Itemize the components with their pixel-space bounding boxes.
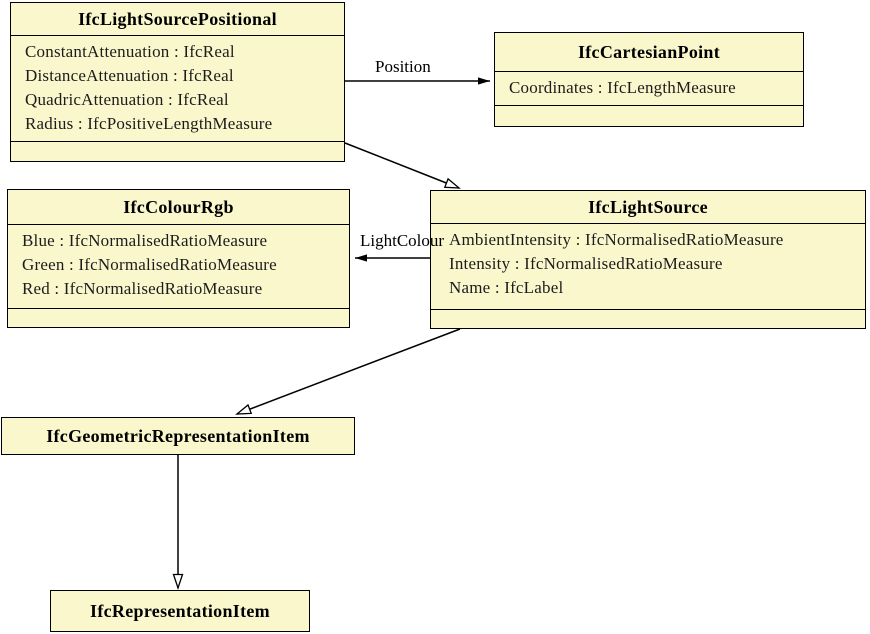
operations-compartment-empty [431,310,865,328]
class-title: IfcColourRgb [8,190,349,225]
class-box-ifcgeometricrepresentationitem[interactable]: IfcGeometricRepresentationItem [1,417,355,455]
class-box-ifccolourrgb[interactable]: IfcColourRgb Blue : IfcNormalisedRatioMe… [7,189,350,328]
attribute-row: ConstantAttenuation : IfcReal [25,42,235,61]
attribute-row: Green : IfcNormalisedRatioMeasure [22,255,277,274]
attribute-row: Name : IfcLabel [449,278,564,297]
attributes-compartment: AmbientIntensity : IfcNormalisedRatioMea… [431,224,865,310]
class-title: IfcLightSourcePositional [11,3,344,36]
operations-compartment-empty [11,142,344,161]
class-box-ifclightsourcepositional[interactable]: IfcLightSourcePositional ConstantAttenua… [10,2,345,162]
edge-inheritance-lightsource [235,328,461,415]
edge-label-position: Position [375,57,431,76]
class-box-ifclightsource[interactable]: IfcLightSource AmbientIntensity : IfcNor… [430,190,866,329]
attribute-row: Radius : IfcPositiveLengthMeasure [25,114,273,133]
attributes-compartment: Blue : IfcNormalisedRatioMeasure Green :… [8,225,349,309]
attribute-row: Coordinates : IfcLengthMeasure [509,78,736,97]
operations-compartment-empty [495,106,803,126]
attributes-compartment: Coordinates : IfcLengthMeasure [495,72,803,106]
attribute-row: Intensity : IfcNormalisedRatioMeasure [449,254,723,273]
class-title: IfcGeometricRepresentationItem [46,425,310,446]
attribute-row: QuadricAttenuation : IfcReal [25,90,229,109]
attributes-compartment: ConstantAttenuation : IfcReal DistanceAt… [11,36,344,142]
class-box-ifccartesianpoint[interactable]: IfcCartesianPoint Coordinates : IfcLengt… [494,32,804,127]
operations-compartment-empty [8,309,349,327]
attribute-row: DistanceAttenuation : IfcReal [25,66,234,85]
class-box-ifcrepresentationitem[interactable]: IfcRepresentationItem [50,590,310,632]
class-title: IfcRepresentationItem [90,600,270,621]
edge-inheritance-lightsourcepositional [344,142,461,189]
class-title: IfcLightSource [431,191,865,224]
class-title: IfcCartesianPoint [495,33,803,72]
attribute-row: Red : IfcNormalisedRatioMeasure [22,279,263,298]
attribute-row: AmbientIntensity : IfcNormalisedRatioMea… [449,230,784,249]
attribute-row: Blue : IfcNormalisedRatioMeasure [22,231,268,250]
